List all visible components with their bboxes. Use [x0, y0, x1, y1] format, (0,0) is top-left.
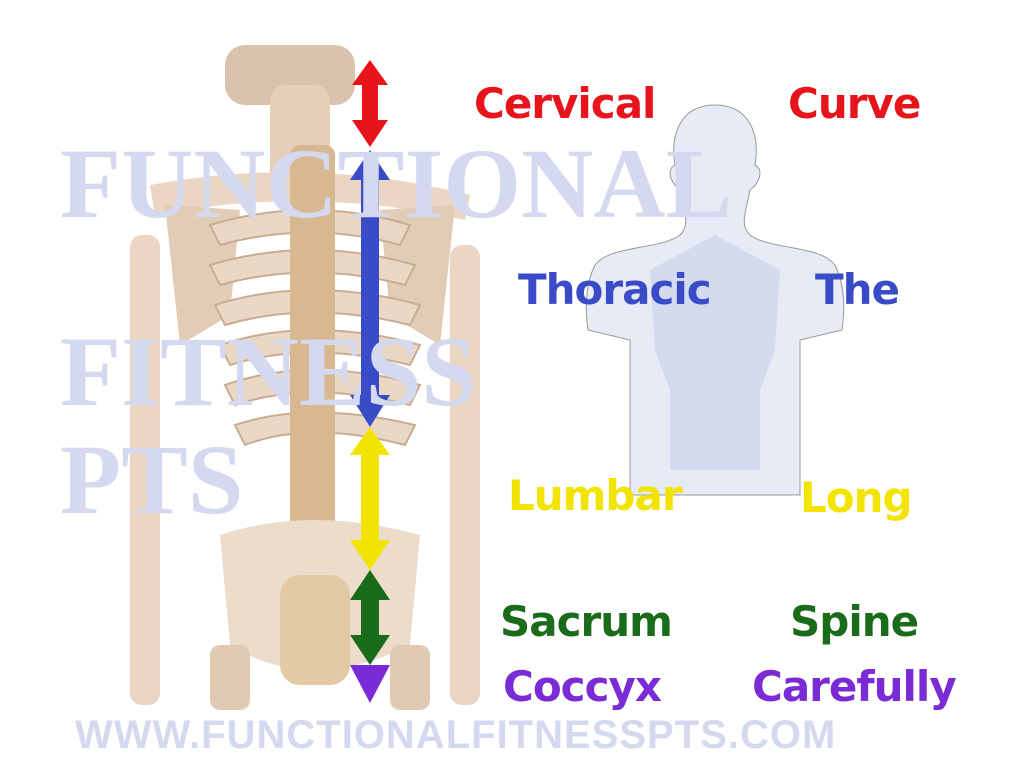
label-coccyx: Coccyx: [503, 662, 662, 711]
label-spine: Spine: [790, 597, 919, 646]
watermark-line1: FUNCTIONAL: [60, 128, 733, 239]
lumbar-arrow: [350, 427, 390, 570]
label-the: The: [815, 265, 900, 314]
sacrum-arrow: [350, 570, 390, 665]
coccyx-arrow: [350, 665, 390, 703]
label-thoracic: Thoracic: [518, 265, 712, 314]
label-cervical: Cervical: [474, 79, 656, 128]
label-carefully: Carefully: [752, 662, 957, 711]
watermark-line2: FITNESS: [60, 316, 477, 427]
thoracic-arrow: [350, 150, 390, 427]
label-lumbar: Lumbar: [508, 471, 683, 520]
label-long: Long: [800, 473, 913, 522]
cervical-arrow: [352, 60, 388, 147]
spine-region-arrows: [350, 60, 390, 703]
watermark-line3: PTS: [60, 424, 244, 535]
watermark-url: WWW.FUNCTIONALFITNESSPTS.COM: [75, 713, 837, 757]
label-curve: Curve: [788, 79, 921, 128]
body-silhouette: [585, 104, 845, 496]
label-sacrum: Sacrum: [500, 597, 673, 646]
